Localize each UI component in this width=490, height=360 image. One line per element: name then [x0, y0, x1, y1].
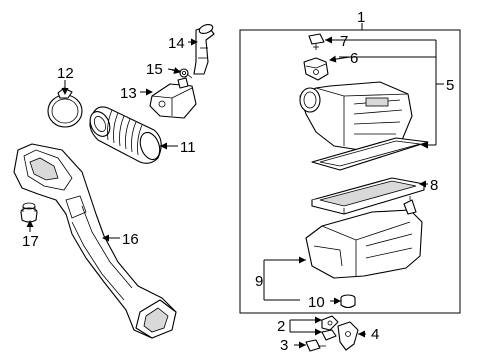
callout-16: 16	[122, 231, 139, 248]
part-bolt-upper	[308, 33, 325, 50]
part-breather-tube	[193, 23, 215, 75]
part-grommet	[20, 202, 38, 223]
callout-14: 14	[168, 35, 185, 52]
callout-12: 12	[57, 65, 74, 82]
assembly-frame	[239, 29, 461, 314]
part-bracket	[303, 57, 329, 81]
part-air-hose	[89, 106, 162, 164]
part-seal	[311, 137, 429, 171]
callout-8: 8	[430, 177, 438, 194]
callout-11: 11	[180, 139, 196, 156]
callout-1: 1	[357, 9, 365, 26]
callout-5: 5	[446, 77, 454, 94]
part-small-clip	[321, 315, 339, 331]
part-bolt-lower	[305, 339, 326, 352]
callout-15: 15	[146, 61, 163, 78]
callout-4: 4	[371, 326, 379, 343]
callout-3: 3	[280, 337, 288, 354]
part-intake-duct	[13, 143, 177, 339]
part-lower-housing	[305, 196, 423, 279]
part-bracket-lower	[337, 321, 359, 351]
part-nut	[321, 329, 337, 341]
part-filter-element	[311, 177, 425, 215]
callout-6: 6	[350, 50, 358, 67]
callout-13: 13	[120, 85, 137, 102]
part-upper-cover	[299, 81, 413, 151]
part-lower-grommet	[340, 294, 356, 309]
callout-10: 10	[308, 294, 325, 311]
part-resonator	[149, 77, 197, 119]
callout-17: 17	[22, 233, 39, 250]
arrowheads	[26, 36, 436, 349]
callout-2: 2	[277, 318, 285, 335]
part-clip	[179, 68, 193, 79]
callout-9: 9	[255, 273, 263, 290]
callout-7: 7	[340, 33, 348, 50]
